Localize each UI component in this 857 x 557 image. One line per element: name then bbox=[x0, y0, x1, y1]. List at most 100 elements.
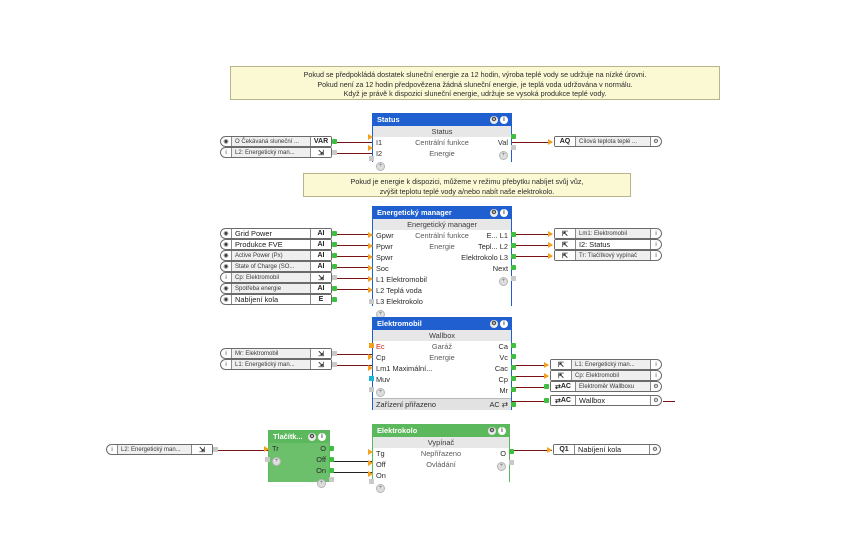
input-connector-i2[interactable] bbox=[368, 145, 373, 151]
output-connector-add[interactable] bbox=[511, 276, 516, 281]
terminal-elektromobil-input-1[interactable]: i Mr: Elektromobil ⇲ bbox=[220, 348, 332, 359]
input-connector-gpwr[interactable] bbox=[368, 232, 373, 238]
terminal-manager-input-4[interactable]: ◉ State of Charge (SO... AI bbox=[220, 261, 332, 272]
output-connector-mr[interactable] bbox=[511, 387, 516, 392]
info-icon[interactable]: i bbox=[500, 320, 508, 328]
input-connector-spwr[interactable] bbox=[368, 254, 373, 260]
add-input-button[interactable]: + bbox=[376, 481, 385, 493]
input-connector-off[interactable] bbox=[368, 460, 373, 466]
terminal-status-input-2[interactable]: i L2: Energetický man... ⇲ bbox=[220, 147, 332, 158]
output-connector-ca[interactable] bbox=[511, 343, 516, 348]
info-icon[interactable]: i bbox=[318, 433, 326, 441]
input-connector-ec[interactable] bbox=[369, 343, 374, 348]
output-connector-cac[interactable] bbox=[511, 365, 516, 370]
output-connector-ac[interactable] bbox=[511, 402, 516, 407]
input-connector-muv[interactable] bbox=[369, 376, 374, 381]
info-icon[interactable]: i bbox=[500, 209, 508, 217]
terminal-status-input-1[interactable]: ◉ O Čekávaná sluneční ... VAR bbox=[220, 136, 332, 147]
output-connector-on[interactable] bbox=[329, 468, 334, 473]
add-output-button[interactable]: + bbox=[497, 459, 506, 471]
input-connector-on[interactable] bbox=[368, 471, 373, 477]
block-tlacitko[interactable]: Tlačítk... ⚙ i Tr O + Off On + bbox=[264, 430, 334, 488]
terminal-manager-input-5[interactable]: i Cp: Elektromobil ⇲ bbox=[220, 272, 332, 283]
block-energy-manager[interactable]: Energetický manager ⚙ i Energetický mana… bbox=[368, 206, 516, 319]
input-connector-l1[interactable] bbox=[368, 276, 373, 282]
output-connector-o[interactable] bbox=[509, 449, 514, 454]
terminal-tlacitko-input[interactable]: i L2: Energetický man... ⇲ bbox=[106, 444, 213, 455]
output-connector-next[interactable] bbox=[511, 265, 516, 270]
terminal-manager-input-6[interactable]: ◉ Spotřeba energie AI bbox=[220, 283, 332, 294]
add-input-button[interactable]: + bbox=[272, 454, 281, 466]
terminal-connector[interactable] bbox=[332, 150, 337, 155]
terminal-connector[interactable] bbox=[332, 139, 337, 144]
terminal-status-output[interactable]: AQ Cílová teplota teplé ... ⚙ bbox=[554, 136, 662, 147]
terminal-elektromobil-output-3[interactable]: ⇄AC Elektroměr Wallboxu ⚙ bbox=[550, 381, 662, 392]
input-connector-lm1[interactable] bbox=[368, 365, 373, 371]
terminal-manager-output-2[interactable]: ⇱ I2: Status i bbox=[554, 239, 662, 250]
terminal-manager-output-1[interactable]: ⇱ Lm1: Elektromobil i bbox=[554, 228, 662, 239]
output-connector-l1[interactable] bbox=[511, 232, 516, 237]
terminal-elektromobil-output-1[interactable]: ⇱ L1: Energetický man... i bbox=[550, 359, 662, 370]
terminal-manager-output-3[interactable]: ⇱ Tr: Tlačítkový vypínač i bbox=[554, 250, 662, 261]
gear-icon[interactable]: ⚙ bbox=[649, 445, 660, 454]
add-input-button[interactable]: + bbox=[376, 159, 385, 171]
input-connector-add[interactable] bbox=[369, 479, 374, 484]
terminal-manager-input-2[interactable]: ◉ Produkce FVE AI bbox=[220, 239, 332, 250]
add-output-button[interactable]: + bbox=[499, 148, 508, 160]
output-connector-val[interactable] bbox=[511, 134, 516, 139]
terminal-elektromobil-output-4[interactable]: ⇄AC Wallbox ⚙ bbox=[550, 395, 662, 406]
output-connector-l2[interactable] bbox=[511, 243, 516, 248]
output-connector-vc[interactable] bbox=[511, 354, 516, 359]
gear-icon[interactable]: ⚙ bbox=[488, 427, 496, 435]
terminal-manager-input-1[interactable]: ◉ Grid Power AI bbox=[220, 228, 332, 239]
terminal-elektromobil-input-2[interactable]: i L1: Energetický man... ⇲ bbox=[220, 359, 332, 370]
terminal-connector[interactable] bbox=[332, 297, 337, 302]
gear-icon[interactable]: ⚙ bbox=[650, 382, 661, 391]
terminal-manager-input-3[interactable]: ◉ Active Power (Px) AI bbox=[220, 250, 332, 261]
input-connector-i1[interactable] bbox=[368, 134, 373, 140]
input-connector-add[interactable] bbox=[369, 387, 374, 392]
terminal-elektromobil-output-2[interactable]: ⇱ Cp: Elektromobil i bbox=[550, 370, 662, 381]
gear-icon[interactable]: ⚙ bbox=[490, 209, 498, 217]
add-input-button[interactable]: + bbox=[376, 385, 385, 397]
input-connector-add[interactable] bbox=[369, 156, 374, 161]
gear-icon[interactable]: ⚙ bbox=[490, 116, 498, 124]
gear-icon[interactable]: ⚙ bbox=[650, 137, 661, 146]
info-icon[interactable]: i bbox=[500, 116, 508, 124]
gear-icon[interactable]: ⚙ bbox=[308, 433, 316, 441]
terminal-connector[interactable] bbox=[332, 231, 337, 236]
info-icon[interactable]: i bbox=[498, 427, 506, 435]
output-connector-cp[interactable] bbox=[511, 376, 516, 381]
terminal-elektrokolo-output[interactable]: Q1 Nabíjení kola ⚙ bbox=[553, 444, 661, 455]
input-connector-soc[interactable] bbox=[368, 265, 373, 271]
input-connector-cp[interactable] bbox=[368, 354, 373, 360]
input-connector-tg[interactable] bbox=[368, 449, 373, 455]
add-output-button[interactable]: + bbox=[499, 274, 508, 286]
terminal-connector[interactable] bbox=[332, 286, 337, 291]
terminal-connector[interactable] bbox=[544, 384, 549, 389]
output-connector-l3[interactable] bbox=[511, 254, 516, 259]
output-connector-off[interactable] bbox=[329, 457, 334, 462]
input-connector-add[interactable] bbox=[265, 457, 270, 462]
block-elektromobil[interactable]: Elektromobil ⚙ i Wallbox Ec Garáž Ca Cp … bbox=[368, 317, 516, 410]
output-connector-add[interactable] bbox=[511, 145, 516, 150]
input-connector-ppwr[interactable] bbox=[368, 243, 373, 249]
terminal-connector[interactable] bbox=[332, 264, 337, 269]
block-elektrokolo[interactable]: Elektrokolo ⚙ i Vypínač Tg Nepřiřazeno O… bbox=[368, 424, 514, 493]
gear-icon[interactable]: ⚙ bbox=[650, 396, 661, 405]
output-connector-o[interactable] bbox=[329, 446, 334, 451]
gear-icon[interactable]: ⚙ bbox=[490, 320, 498, 328]
output-connector-add[interactable] bbox=[329, 477, 334, 482]
terminal-connector[interactable] bbox=[544, 398, 549, 403]
terminal-connector[interactable] bbox=[213, 447, 218, 452]
input-connector-l2[interactable] bbox=[368, 287, 373, 293]
block-status[interactable]: Status ⚙ i Status I1 Centrální funkce Va… bbox=[368, 113, 516, 171]
terminal-connector[interactable] bbox=[332, 242, 337, 247]
input-connector-tr[interactable] bbox=[264, 446, 269, 452]
terminal-connector[interactable] bbox=[332, 253, 337, 258]
terminal-connector[interactable] bbox=[332, 275, 337, 280]
terminal-manager-input-7[interactable]: ◉ Nabíjení kola E bbox=[220, 294, 332, 305]
output-connector-add[interactable] bbox=[509, 460, 514, 465]
add-output-button[interactable]: + bbox=[317, 476, 326, 488]
input-connector-add[interactable] bbox=[369, 299, 374, 304]
